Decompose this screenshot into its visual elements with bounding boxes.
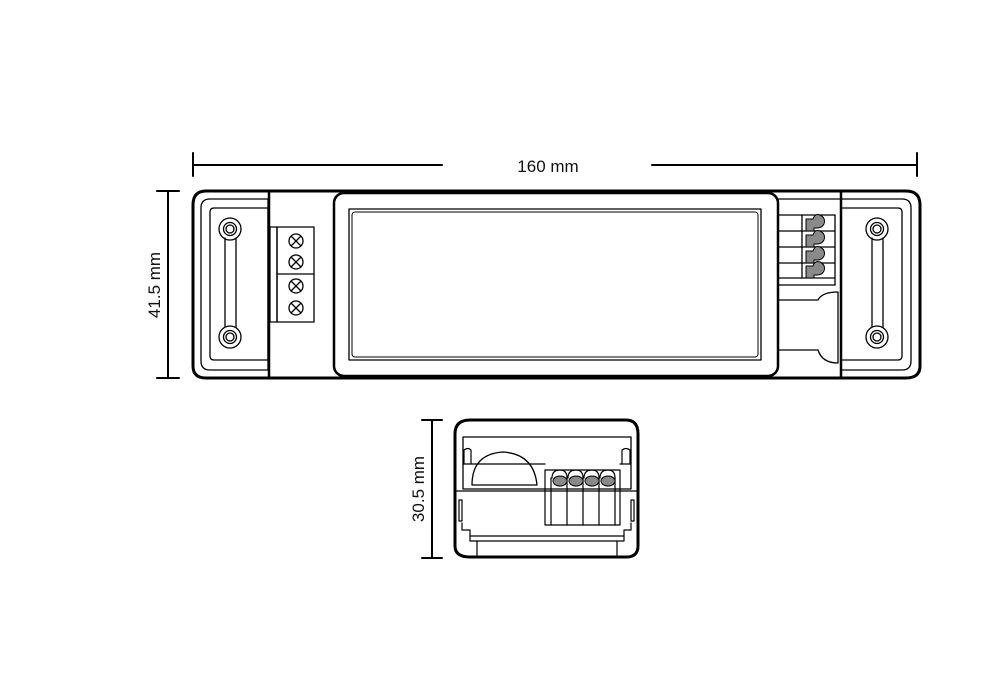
height-label: 30.5 mm: [409, 456, 428, 522]
right-mounting-slot: [865, 217, 889, 349]
end-view: [453, 418, 640, 559]
top-view: [191, 189, 922, 380]
end-view-terminals: [544, 469, 621, 526]
screw-icon: [288, 233, 304, 316]
length-dimension: [192, 152, 918, 177]
length-label: 160 mm: [517, 157, 578, 176]
left-mounting-slot: [218, 217, 242, 349]
label-cover: [332, 191, 780, 378]
width-label: 41.5 mm: [145, 252, 164, 318]
push-in-connector: [777, 198, 842, 364]
height-dimension: [421, 419, 443, 559]
width-dimension: [156, 190, 180, 379]
screw-terminal-block: [269, 226, 315, 323]
